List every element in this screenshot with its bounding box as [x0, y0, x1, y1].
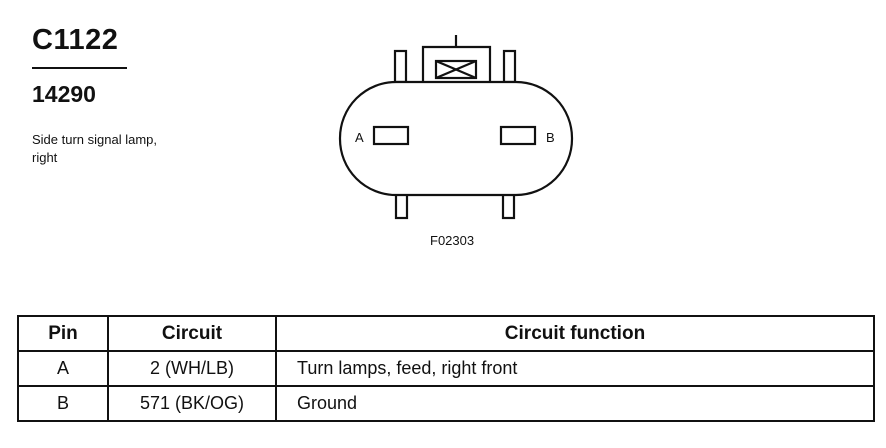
- top-terminal-left: [393, 49, 408, 84]
- pin-table: Pin Circuit Circuit function A 2 (WH/LB)…: [17, 315, 875, 422]
- connector-id: C1122: [32, 24, 119, 56]
- cavity-b: [499, 125, 537, 146]
- connector-face-diagram: A B F02303: [338, 35, 574, 248]
- connector-description: Side turn signal lamp, right: [32, 132, 158, 165]
- header-circuit: Circuit: [107, 315, 277, 352]
- cavity-a: [372, 125, 410, 146]
- table-row: A 2 (WH/LB) Turn lamps, feed, right fron…: [17, 350, 875, 387]
- cell-pin: A: [17, 350, 109, 387]
- table-row: B 571 (BK/OG) Ground: [17, 385, 875, 422]
- connector-body: [338, 80, 574, 197]
- cell-circuit: 2 (WH/LB): [107, 350, 277, 387]
- figure-id: F02303: [430, 233, 474, 248]
- header-circuit-function: Circuit function: [275, 315, 875, 352]
- cell-circuit-function: Ground: [275, 385, 875, 422]
- cell-circuit: 571 (BK/OG): [107, 385, 277, 422]
- connector-id-underline: [32, 67, 127, 69]
- lock-icon: [434, 59, 478, 80]
- table-header-row: Pin Circuit Circuit function: [17, 315, 875, 352]
- header-pin: Pin: [17, 315, 109, 352]
- part-number: 14290: [32, 81, 96, 107]
- cell-pin: B: [17, 385, 109, 422]
- pin-label-b: B: [546, 130, 555, 145]
- cell-circuit-function: Turn lamps, feed, right front: [275, 350, 875, 387]
- top-terminal-right: [502, 49, 517, 84]
- pin-label-a: A: [355, 130, 364, 145]
